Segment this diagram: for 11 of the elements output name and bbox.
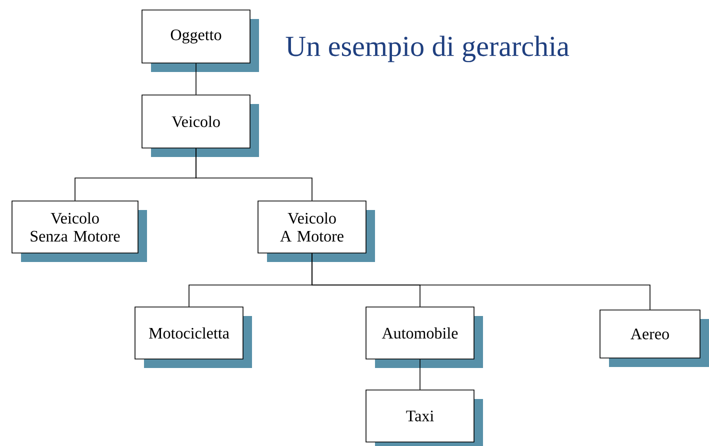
class-box: Veicolo A Motore [258, 200, 375, 262]
class-box: Oggetto [142, 10, 259, 72]
class-box: Aereo [600, 310, 709, 367]
class-box: Motocicletta [134, 306, 252, 368]
class-box: Taxi [366, 390, 483, 446]
class-box: Veicolo Senza Motore [12, 200, 147, 262]
class-box: Automobile [366, 306, 483, 368]
connector-line [312, 252, 650, 310]
class-box: Veicolo [142, 94, 259, 157]
connector-line [196, 148, 312, 201]
diagram-title: Un esempio di gerarchia [286, 36, 570, 62]
